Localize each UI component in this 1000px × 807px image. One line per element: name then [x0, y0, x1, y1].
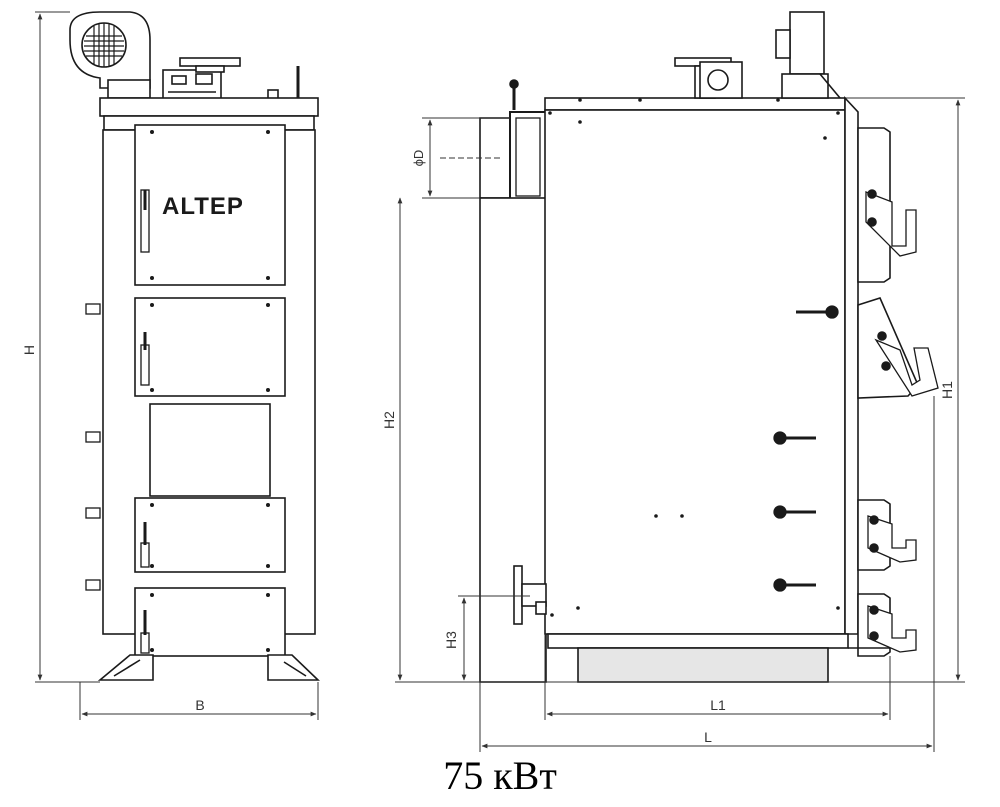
controller-unit	[162, 57, 241, 101]
door-top: ALTEP	[134, 124, 286, 286]
front-bolts	[150, 130, 270, 652]
side-door-bottom	[857, 593, 917, 657]
side-body	[544, 109, 846, 635]
dim-label-h1: H1	[939, 381, 955, 399]
return-flange	[513, 565, 547, 625]
power-caption: 75 кВт	[443, 753, 557, 798]
door-bottom	[134, 587, 286, 657]
ash-pan	[577, 647, 829, 683]
side-fan	[775, 11, 841, 99]
brand-logo: ALTEP	[162, 193, 244, 220]
side-door-third	[857, 499, 917, 571]
front-view: ALTEP	[69, 11, 320, 681]
probe-fittings	[773, 305, 839, 592]
side-dimensions	[395, 97, 965, 752]
side-fittings	[85, 303, 101, 591]
dim-label-h3: H3	[443, 631, 459, 649]
side-view	[479, 11, 939, 683]
fan-blower	[69, 11, 151, 99]
dim-label-h: H	[21, 345, 37, 355]
dim-label-b: B	[195, 697, 204, 713]
side-top-cap	[544, 97, 846, 111]
front-feet	[97, 654, 320, 681]
flue-connection	[479, 111, 547, 205]
front-middle-panel	[149, 403, 271, 497]
side-bolts	[548, 98, 840, 617]
side-door-top	[857, 127, 917, 283]
door-third	[134, 497, 286, 573]
door-second	[134, 297, 286, 397]
dim-label-l1: L1	[710, 697, 726, 713]
side-base-strip	[547, 633, 849, 649]
dim-label-h2: H2	[381, 411, 397, 429]
top-flange	[674, 57, 743, 99]
front-dimensions	[35, 11, 319, 720]
dim-label-phi-d: ϕD	[411, 150, 426, 167]
dim-label-l: L	[704, 729, 712, 745]
side-door-second	[857, 297, 939, 399]
front-top-cap	[99, 97, 319, 117]
